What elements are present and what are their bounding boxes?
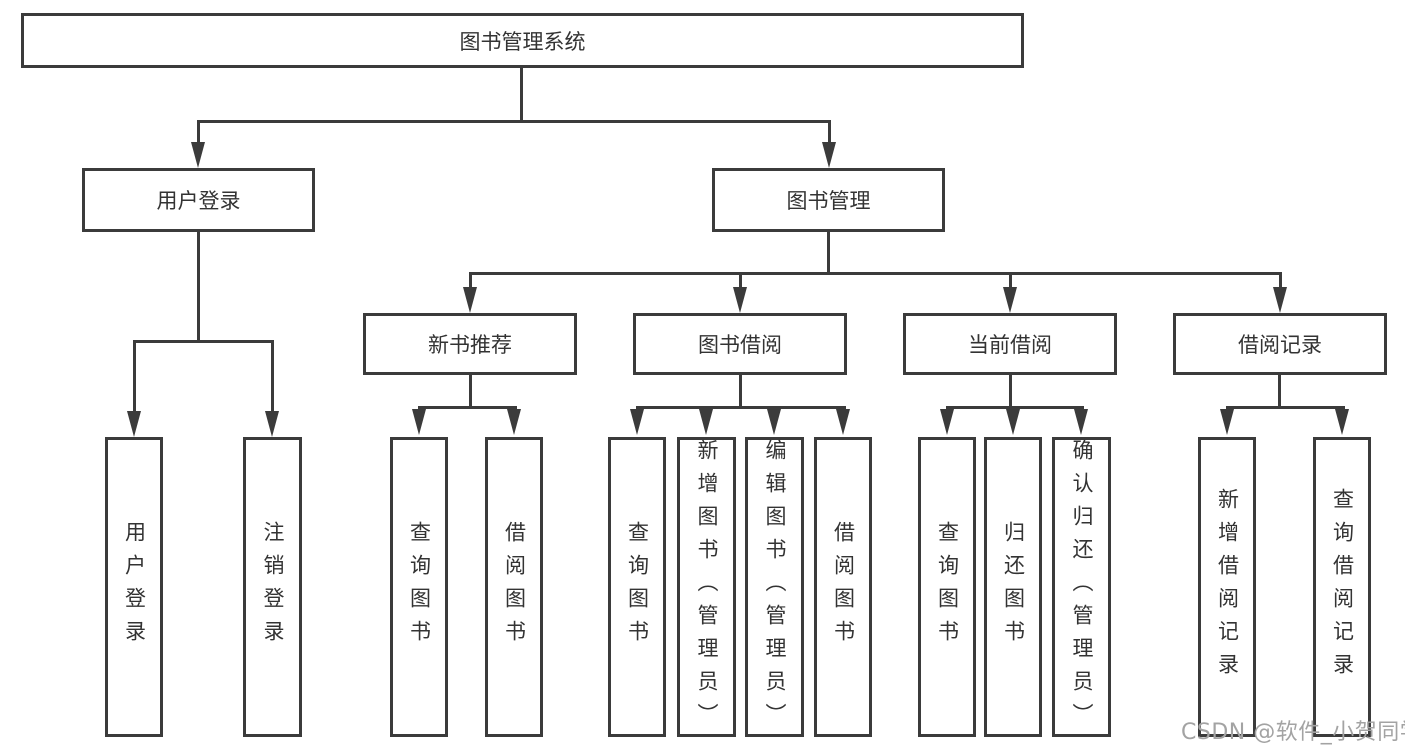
arrow-down-icon xyxy=(699,409,713,435)
node-label: 用户登录 xyxy=(156,189,241,213)
arrow-down-icon xyxy=(265,411,279,437)
watermark: CSDN @软件_小贺同学 xyxy=(1181,720,1405,745)
connector-line xyxy=(1009,375,1012,406)
connector-line xyxy=(469,272,472,287)
node-label: 查询图书 xyxy=(935,521,960,653)
connector-line xyxy=(271,340,274,411)
arrow-down-icon xyxy=(127,411,141,437)
node-label: 借阅图书 xyxy=(502,521,527,653)
node-book-management: 图书管理 xyxy=(712,168,945,232)
node-label: 新书推荐 xyxy=(428,333,512,357)
node-label: 借阅记录 xyxy=(1238,333,1322,357)
connector-line xyxy=(636,406,846,409)
connector-line xyxy=(1278,375,1281,406)
arrow-down-icon xyxy=(1220,409,1234,435)
node-query-books-recommend: 查询图书 xyxy=(390,437,448,737)
node-label: 图书借阅 xyxy=(698,333,782,357)
node-label: 查询图书 xyxy=(625,521,650,653)
arrow-down-icon xyxy=(191,142,205,168)
node-label: 图书管理 xyxy=(786,189,871,213)
arrow-down-icon xyxy=(1273,287,1287,313)
node-return-books: 归还图书 xyxy=(984,437,1042,737)
arrow-down-icon xyxy=(733,287,747,313)
node-confirm-return-admin: 确认归还（管理员） xyxy=(1052,437,1111,737)
node-user-login: 用户登录 xyxy=(82,168,315,232)
connector-line xyxy=(828,120,831,144)
node-label: 借阅图书 xyxy=(831,521,856,653)
node-label: 编辑图书（管理员） xyxy=(763,438,787,736)
arrow-down-icon xyxy=(940,409,954,435)
node-query-books-current: 查询图书 xyxy=(918,437,976,737)
node-edit-books-admin: 编辑图书（管理员） xyxy=(745,437,804,737)
node-logout: 注销登录 xyxy=(243,437,302,737)
node-borrow-books-recommend: 借阅图书 xyxy=(485,437,543,737)
node-label: 确认归还（管理员） xyxy=(1070,438,1094,736)
connector-line xyxy=(739,375,742,406)
connector-line xyxy=(418,406,517,409)
node-label: 图书管理系统 xyxy=(459,29,586,54)
node-add-borrow-record: 新增借阅记录 xyxy=(1198,437,1256,737)
arrow-down-icon xyxy=(412,409,426,435)
node-label: 查询借阅记录 xyxy=(1330,488,1355,686)
node-label: 用户登录 xyxy=(122,521,147,653)
connector-line xyxy=(197,232,200,340)
node-current-borrowing: 当前借阅 xyxy=(903,313,1117,375)
arrow-down-icon xyxy=(1335,409,1349,435)
node-label: 归还图书 xyxy=(1001,521,1026,653)
node-borrowing-records: 借阅记录 xyxy=(1173,313,1387,375)
arrow-down-icon xyxy=(1006,409,1020,435)
connector-line xyxy=(133,340,136,411)
node-new-book-recommendation: 新书推荐 xyxy=(363,313,577,375)
connector-line xyxy=(946,406,1084,409)
connector-line xyxy=(197,120,831,123)
node-label: 新增图书（管理员） xyxy=(695,438,719,736)
arrow-down-icon xyxy=(1003,287,1017,313)
connector-line xyxy=(739,272,742,287)
arrow-down-icon xyxy=(822,142,836,168)
arrow-down-icon xyxy=(630,409,644,435)
node-user-login-leaf: 用户登录 xyxy=(105,437,163,737)
connector-line xyxy=(469,375,472,406)
arrow-down-icon xyxy=(507,409,521,435)
node-borrow-books: 借阅图书 xyxy=(814,437,872,737)
node-label: 当前借阅 xyxy=(968,333,1052,357)
connector-line xyxy=(197,120,200,144)
arrow-down-icon xyxy=(1074,409,1088,435)
connector-line xyxy=(133,340,274,343)
node-book-borrowing: 图书借阅 xyxy=(633,313,847,375)
node-query-borrow-record: 查询借阅记录 xyxy=(1313,437,1371,737)
node-label: 注销登录 xyxy=(261,521,285,653)
connector-line xyxy=(1009,272,1012,287)
node-label: 查询图书 xyxy=(407,521,432,653)
arrow-down-icon xyxy=(463,287,477,313)
connector-line xyxy=(1226,406,1345,409)
connector-line xyxy=(469,272,1282,275)
arrow-down-icon xyxy=(836,409,850,435)
connector-line xyxy=(520,68,523,120)
node-library-management-system: 图书管理系统 xyxy=(21,13,1024,68)
node-query-books-borrow: 查询图书 xyxy=(608,437,666,737)
connector-line xyxy=(827,232,830,272)
node-add-books-admin: 新增图书（管理员） xyxy=(677,437,736,737)
node-label: 新增借阅记录 xyxy=(1215,488,1240,686)
arrow-down-icon xyxy=(767,409,781,435)
connector-line xyxy=(1279,272,1282,287)
